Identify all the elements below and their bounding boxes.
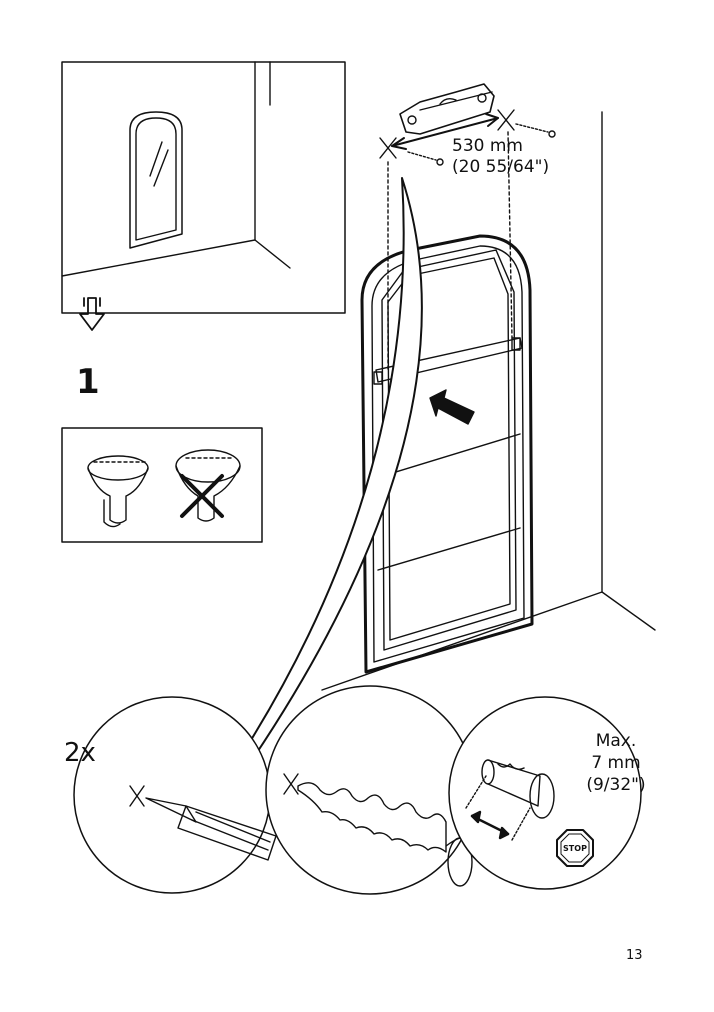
quantity-label: 2x	[64, 738, 96, 768]
stop-sign-label: STOP	[563, 844, 587, 853]
screw-head-panel	[61, 427, 263, 543]
screw-icon	[407, 123, 556, 166]
max-depth-label: Max. 7 mm (9/32")	[576, 730, 656, 796]
detail-circle-depth: STOP	[448, 696, 642, 890]
mirror-small-icon	[129, 111, 183, 249]
wall-corner	[321, 111, 656, 691]
guide-line-right	[507, 131, 513, 339]
step-number: 1	[76, 362, 100, 402]
pencil-icon	[145, 797, 277, 861]
stop-sign-icon: STOP	[556, 829, 594, 867]
direction-arrow-icon	[429, 389, 475, 425]
spirit-level-icon	[399, 83, 495, 135]
dimension-metric: 530 mm	[452, 136, 523, 156]
screw-head-correct-icon	[87, 455, 149, 528]
detail-circle-marking	[73, 696, 277, 894]
drill-mark-left	[379, 137, 397, 159]
callout-swoosh	[245, 177, 423, 761]
room-overview-panel	[61, 61, 346, 314]
double-arrow-icon	[470, 810, 510, 840]
drill-mark-right	[497, 109, 515, 131]
detail-circle-screw	[265, 685, 475, 895]
mark-cross	[129, 785, 145, 807]
max-depth-metric: 7 mm	[591, 753, 641, 773]
dimension-arrow	[391, 113, 499, 150]
screw-partial-icon	[481, 759, 555, 819]
arrow-down-icon	[79, 297, 105, 331]
max-depth-imperial: (9/32")	[586, 775, 646, 795]
cross-icon	[180, 474, 224, 518]
screw-mark-cross	[283, 773, 299, 795]
page-number: 13	[626, 948, 643, 963]
hanging-rail	[373, 337, 523, 385]
dimension-imperial: (20 55/64")	[452, 157, 550, 177]
max-depth-title: Max.	[595, 731, 637, 751]
mirror-large	[360, 234, 534, 674]
dimension-label: 530 mm (20 55/64")	[452, 136, 549, 178]
screw-head-wrong-icon	[175, 449, 241, 522]
